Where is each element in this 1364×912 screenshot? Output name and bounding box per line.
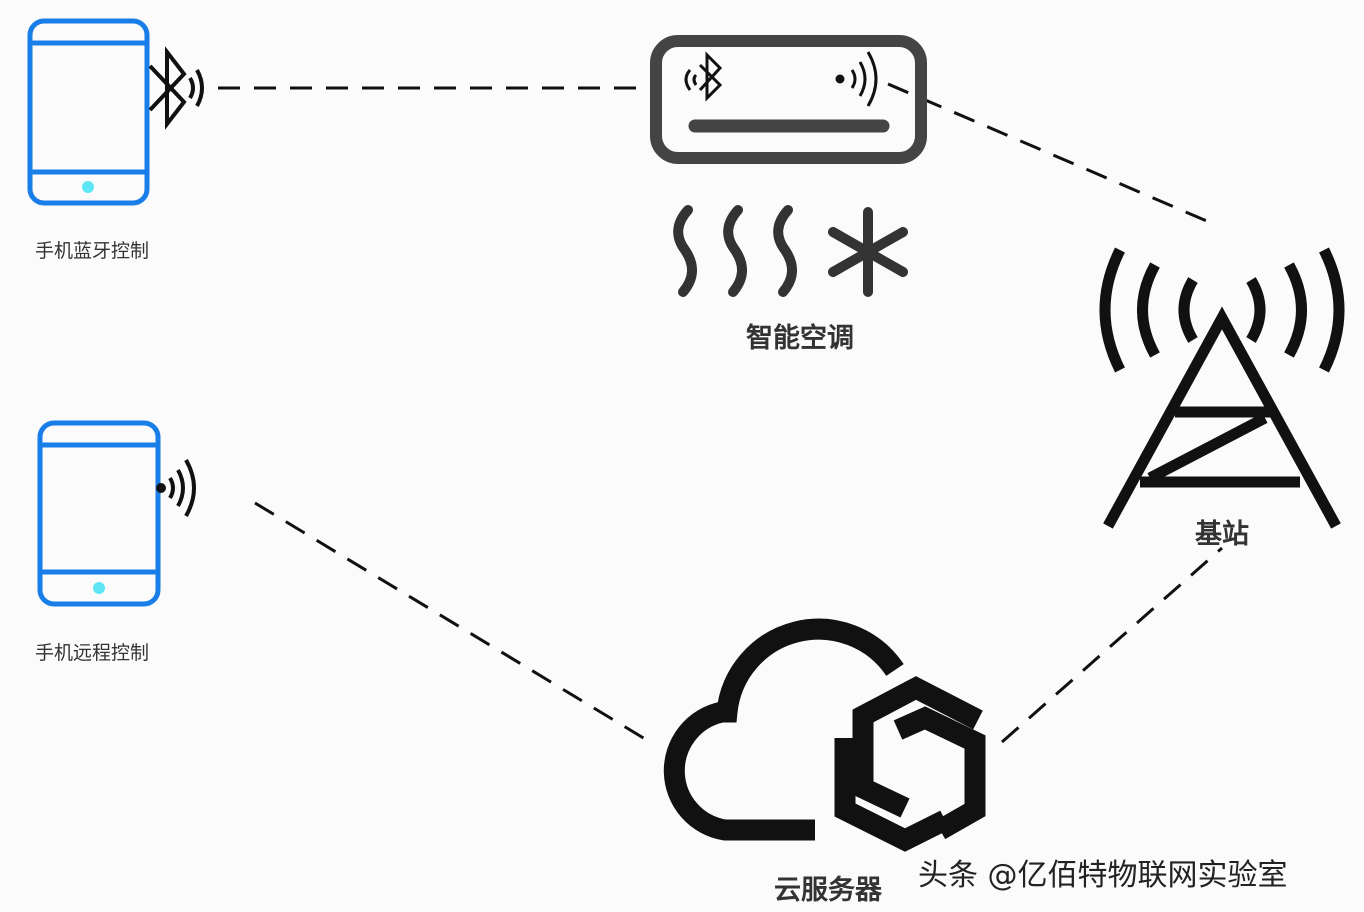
base-station-tower-icon [1099,247,1345,529]
heat-waves-icon [673,205,797,297]
air-conditioner-icon [650,35,927,164]
watermark: 头条 @亿佰特物联网实验室 [918,858,1288,893]
link-cloud-tower [1001,546,1223,744]
bluetooth-icon [148,46,204,130]
snowflake-icon [828,207,908,297]
wireless-signal-icon [156,459,196,517]
phone-bluetooth-icon [27,18,150,206]
label-base-station: 基站 [1195,519,1249,550]
link-ac-tower [887,82,1217,227]
phone-remote-icon [37,420,161,607]
label-phone-bluetooth: 手机蓝牙控制 [34,240,150,262]
link-phone-cloud [254,501,656,747]
label-air-conditioner: 智能空调 [746,323,854,354]
label-phone-remote: 手机远程控制 [34,642,150,664]
cloud-server-icon [663,618,986,852]
label-cloud-server: 云服务器 [774,875,882,906]
